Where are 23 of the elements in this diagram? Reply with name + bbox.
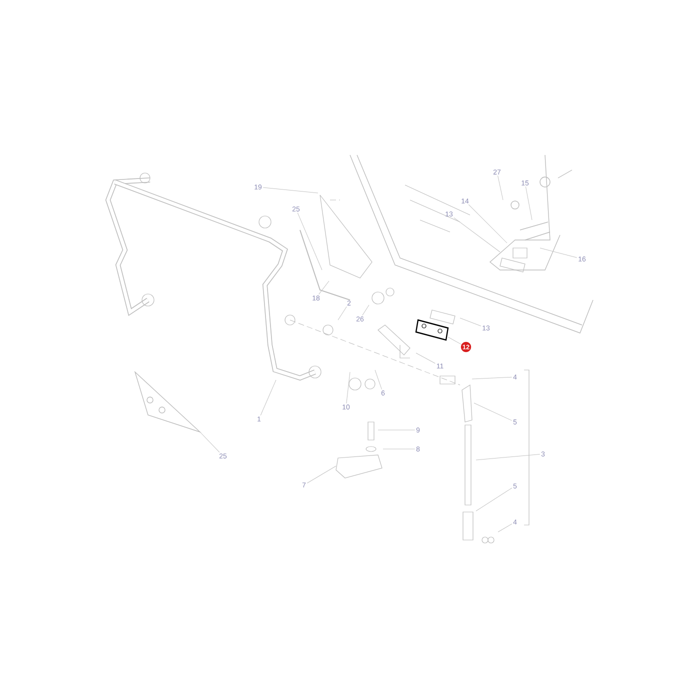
leader-line	[498, 524, 512, 532]
leader-line	[448, 336, 462, 345]
leader-line	[262, 187, 318, 194]
leader-line	[476, 454, 540, 460]
leader-line	[318, 280, 330, 295]
leader-line	[498, 175, 504, 200]
leader-line	[200, 432, 220, 453]
leader-line	[416, 352, 436, 364]
leader-line	[306, 466, 336, 484]
leader-line	[472, 376, 512, 380]
leader-line	[540, 248, 578, 258]
leader-line	[362, 304, 370, 316]
leader-line	[346, 372, 350, 404]
leader-line	[338, 306, 347, 320]
leader-line	[468, 204, 508, 244]
leader-line	[476, 488, 512, 512]
leader-line	[297, 212, 322, 270]
leader-line	[474, 402, 512, 421]
leader-line	[525, 186, 532, 220]
leader-line	[454, 217, 500, 252]
leader-line	[374, 370, 382, 390]
leader-line	[260, 380, 276, 416]
leader-line	[460, 318, 482, 326]
